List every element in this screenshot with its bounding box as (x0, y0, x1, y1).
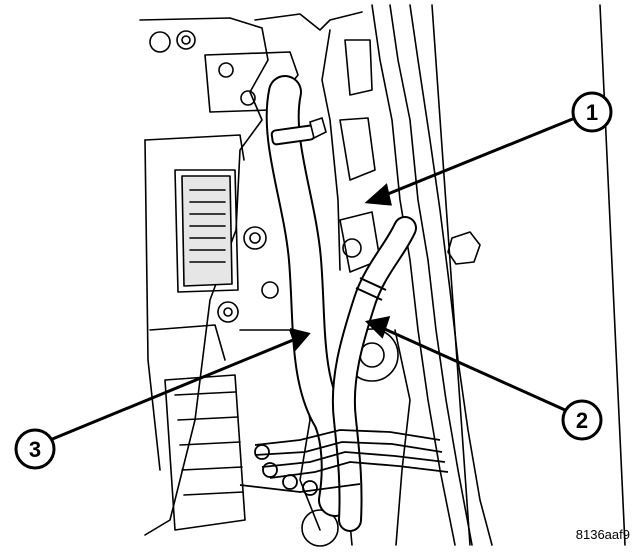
callout-1-label: 1 (586, 100, 598, 125)
leader-line-1 (377, 116, 576, 200)
brake-lines (239, 429, 449, 496)
leader-arrow-1 (364, 183, 392, 206)
callout-2-label: 2 (576, 408, 588, 433)
figure-id: 8136aaf9 (575, 527, 630, 542)
engine-bay-background (139, 4, 626, 547)
callout-3: 3 (14, 428, 56, 470)
leader-lines (49, 116, 576, 442)
callout-3-label: 3 (29, 437, 41, 462)
leader-arrow-2 (364, 316, 391, 339)
hose-assembly (265, 75, 417, 532)
callout-2: 2 (561, 399, 603, 441)
leader-arrow-3 (290, 327, 311, 352)
leader-line-3 (49, 336, 299, 442)
leader-line-2 (377, 324, 566, 412)
callout-1: 1 (571, 91, 613, 133)
